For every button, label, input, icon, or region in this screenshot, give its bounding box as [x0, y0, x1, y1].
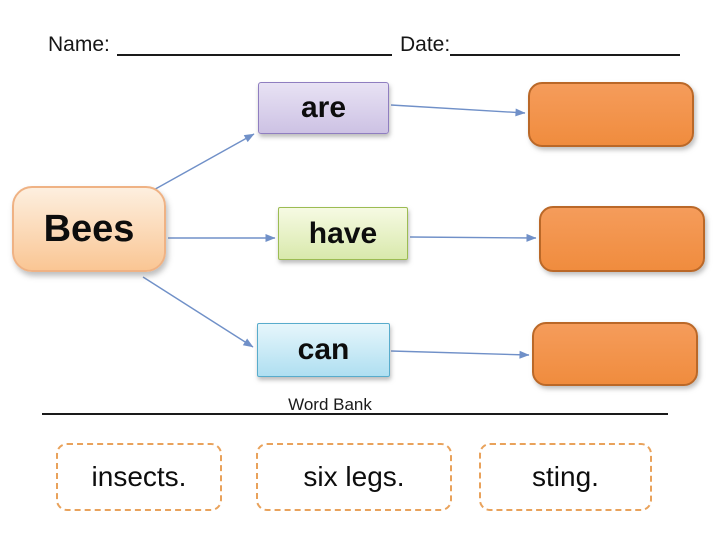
word-card-sting[interactable]: sting.	[479, 443, 652, 511]
word-card-six-legs[interactable]: six legs.	[256, 443, 452, 511]
word-card-label: insects.	[91, 461, 187, 492]
connector-have-answer	[409, 233, 537, 242]
name-label: Name:	[48, 33, 110, 56]
root-node-bees: Bees	[12, 186, 166, 272]
date-label: Date:	[400, 33, 451, 56]
branch-node-label: have	[308, 216, 378, 250]
root-node-label: Bees	[43, 207, 135, 250]
connector-bees-can	[142, 276, 254, 348]
branch-node-label: can	[297, 333, 350, 366]
branch-node-can: can	[257, 323, 390, 377]
connector-can-answer	[390, 350, 530, 359]
date-blank-line[interactable]	[450, 54, 680, 56]
answer-box-can[interactable]	[532, 322, 698, 386]
branch-node-label: are	[300, 91, 347, 124]
connector-bees-are	[149, 133, 255, 193]
name-blank-line[interactable]	[117, 54, 392, 56]
answer-box-have[interactable]	[539, 206, 705, 272]
answer-box-are[interactable]	[528, 82, 694, 147]
word-card-label: six legs.	[303, 461, 405, 492]
branch-node-have: have	[278, 207, 408, 260]
connector-are-answer	[390, 104, 526, 117]
branch-node-are: are	[258, 82, 389, 134]
word-bank-divider	[42, 413, 668, 415]
word-bank-title: Word Bank	[288, 395, 372, 414]
word-card-insects[interactable]: insects.	[56, 443, 222, 511]
word-card-label: sting.	[532, 461, 599, 492]
